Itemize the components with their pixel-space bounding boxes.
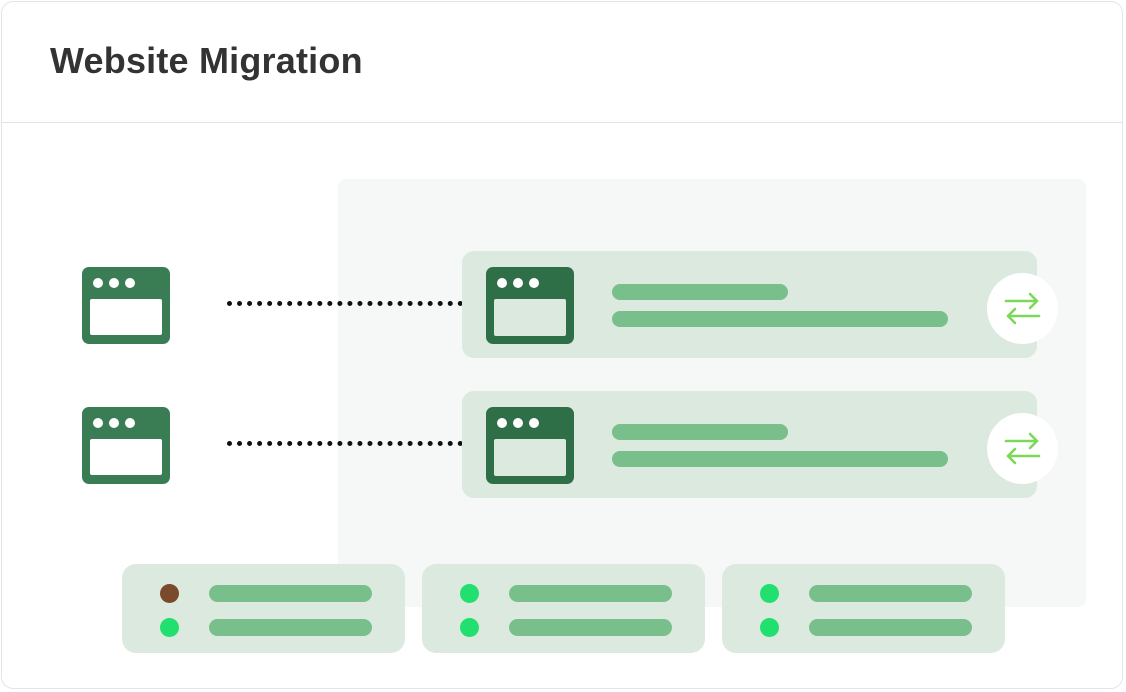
connector-line-2 <box>227 441 463 446</box>
text-placeholder <box>509 619 672 636</box>
window-dot <box>513 278 523 288</box>
window-dot <box>109 278 119 288</box>
text-placeholder-long <box>612 451 948 467</box>
text-placeholder-long <box>612 311 948 327</box>
target-site-2-icon <box>486 407 574 484</box>
status-dot-ok <box>760 584 779 603</box>
text-placeholder <box>209 619 372 636</box>
page-title: Website Migration <box>50 40 363 81</box>
window-body <box>494 439 566 476</box>
source-site-1-icon <box>82 267 170 344</box>
status-dot-warning <box>160 584 179 603</box>
status-dot-ok <box>460 584 479 603</box>
server-card-2 <box>422 564 705 653</box>
source-site-2-icon <box>82 407 170 484</box>
text-placeholder <box>209 585 372 602</box>
target-site-1-icon <box>486 267 574 344</box>
text-placeholder-short <box>612 424 788 440</box>
text-placeholder-short <box>612 284 788 300</box>
status-dot-ok <box>160 618 179 637</box>
window-dot <box>125 278 135 288</box>
window-dot <box>497 418 507 428</box>
sync-button[interactable] <box>987 273 1058 344</box>
window-dot <box>513 418 523 428</box>
status-dot-ok <box>460 618 479 637</box>
text-placeholder <box>809 585 972 602</box>
window-dot <box>497 278 507 288</box>
server-card-3 <box>722 564 1005 653</box>
window-dot <box>93 418 103 428</box>
target-site-row-1[interactable] <box>462 251 1058 358</box>
text-placeholder <box>809 619 972 636</box>
window-body <box>90 299 162 335</box>
window-dot <box>125 418 135 428</box>
sync-button[interactable] <box>987 413 1058 484</box>
target-site-row-2[interactable] <box>462 391 1058 498</box>
sync-arrows-icon <box>1004 432 1041 465</box>
window-dot <box>529 418 539 428</box>
window-body <box>90 439 162 475</box>
window-dot <box>109 418 119 428</box>
sync-arrows-icon <box>1004 292 1041 325</box>
connector-line-1 <box>227 301 463 306</box>
window-dot <box>529 278 539 288</box>
window-body <box>494 299 566 336</box>
window-dot <box>93 278 103 288</box>
card-header: Website Migration <box>2 2 1122 123</box>
status-dot-ok <box>760 618 779 637</box>
server-card-1 <box>122 564 405 653</box>
text-placeholder <box>509 585 672 602</box>
